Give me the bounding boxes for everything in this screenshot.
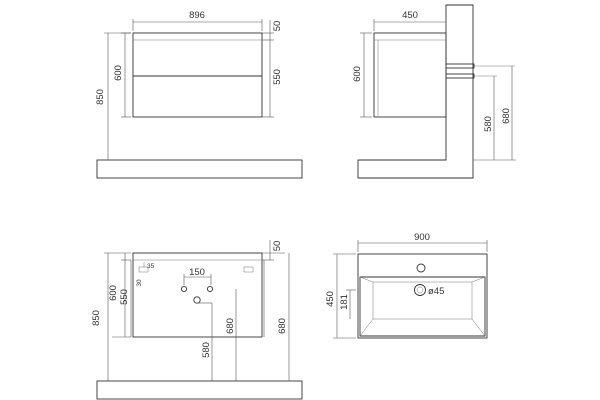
front-drawer-height-label: 550 — [272, 69, 283, 85]
side-depth-label: 450 — [402, 10, 418, 21]
basin-width-label: 900 — [414, 232, 430, 243]
back-drawer-height-label: 550 — [119, 289, 130, 305]
side-view: 450 600 580 680 — [352, 4, 516, 179]
basin-bowl — [359, 276, 486, 337]
front-top-panel-label: 50 — [272, 21, 283, 32]
back-offset-x-label: 35 — [147, 263, 155, 270]
faucet-hole-icon — [416, 263, 426, 273]
back-offset-y-label: 30 — [136, 279, 143, 287]
side-height-label: 600 — [352, 66, 363, 82]
hole-left-icon — [180, 285, 188, 293]
cabinet-back — [132, 252, 263, 338]
hole-right-icon — [206, 285, 214, 293]
basin-drain-offset-label: 181 — [339, 294, 350, 310]
floor-slab — [96, 159, 303, 179]
offset-marker-right — [243, 266, 254, 273]
back-top-panel-label: 50 — [272, 241, 283, 252]
cabinet-side — [373, 32, 447, 118]
back-pipe-height-a-label: 580 — [201, 342, 212, 358]
side-pipe-height-b-label: 680 — [501, 108, 512, 124]
back-mount-height-label: 850 — [91, 310, 102, 326]
back-hole-spacing-label: 150 — [189, 267, 205, 278]
side-pipe-height-a-label: 580 — [483, 116, 494, 132]
front-width-label: 896 — [189, 10, 205, 21]
drain-icon — [414, 284, 426, 296]
basin-top-view: ø45 900 450 181 — [325, 232, 488, 339]
front-height-label: 600 — [113, 65, 124, 81]
offset-marker-left — [138, 266, 149, 273]
cabinet-body — [132, 32, 263, 118]
back-height-label: 600 — [108, 285, 119, 301]
front-view: 896 50 550 600 850 — [95, 10, 303, 179]
basin-depth-label: 450 — [325, 291, 336, 307]
basin-outline — [357, 253, 488, 339]
back-pipe-height-c-label: 680 — [277, 318, 288, 334]
wall-section — [357, 4, 474, 179]
back-view: 35 30 150 580 680 50 680 600 550 8 — [91, 240, 303, 400]
drain-hole-icon — [193, 296, 201, 304]
basin-drain-label: ø45 — [428, 286, 444, 297]
pipe-upper — [445, 63, 475, 69]
floor-slab-back — [96, 380, 303, 400]
pipe-lower — [445, 73, 475, 79]
back-pipe-height-b-label: 680 — [225, 318, 236, 334]
front-mount-height-label: 850 — [95, 89, 106, 105]
